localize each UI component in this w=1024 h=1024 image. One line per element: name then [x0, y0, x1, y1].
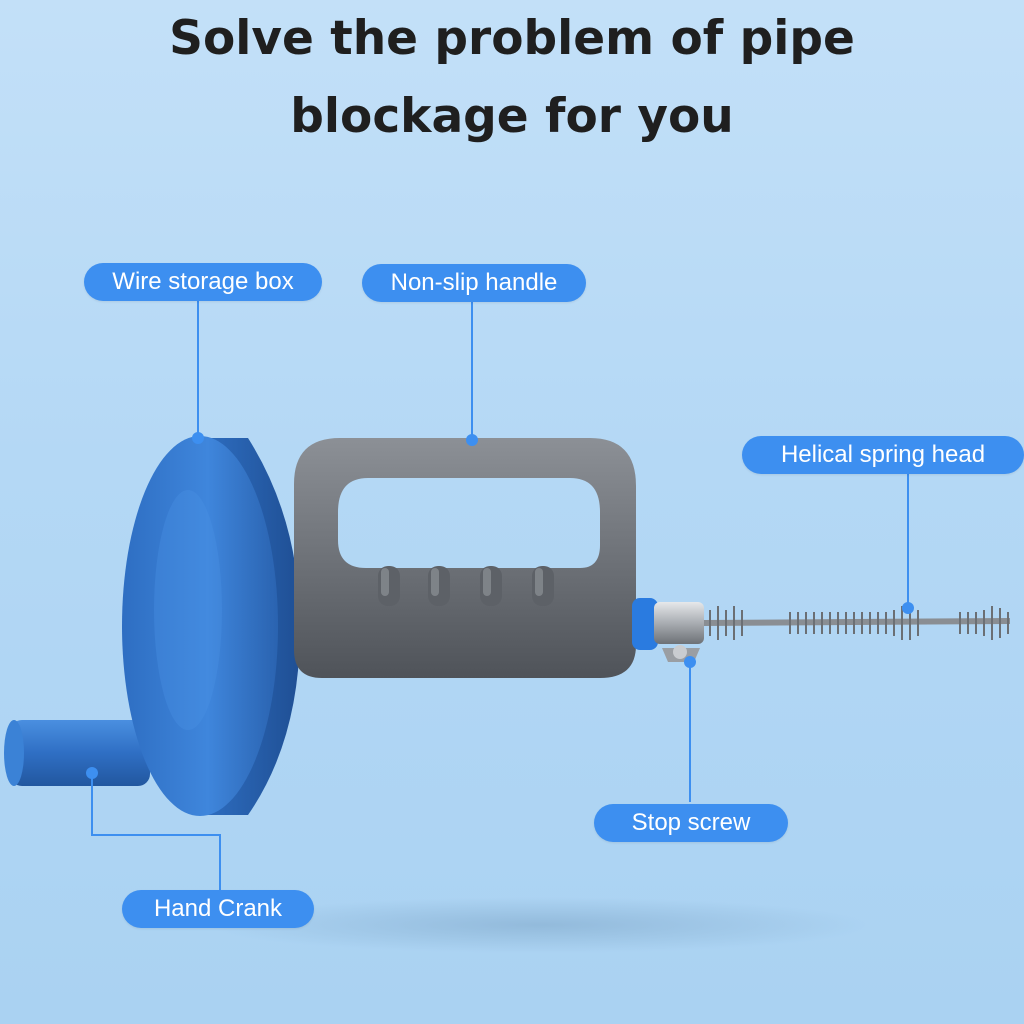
headline-line-2: blockage for you — [290, 89, 734, 144]
helical-spring-cable — [703, 606, 1011, 640]
label-wire-storage-box: Wire storage box — [84, 263, 322, 301]
stop-screw-fitting — [632, 598, 704, 662]
floor-shadow — [210, 897, 870, 953]
label-stop-screw: Stop screw — [594, 804, 788, 842]
label-helical-spring-head: Helical spring head — [742, 436, 1024, 474]
wire-storage-drum — [122, 436, 278, 816]
handle-body — [294, 438, 636, 678]
headline: Solve the problem of pipe blockage for y… — [0, 0, 1024, 156]
headline-line-1: Solve the problem of pipe — [169, 11, 855, 66]
hand-crank-part — [4, 720, 150, 786]
leader-dots — [86, 432, 914, 779]
label-hand-crank: Hand Crank — [122, 890, 314, 928]
leader-lines — [91, 300, 909, 890]
label-non-slip-handle: Non-slip handle — [362, 264, 586, 302]
